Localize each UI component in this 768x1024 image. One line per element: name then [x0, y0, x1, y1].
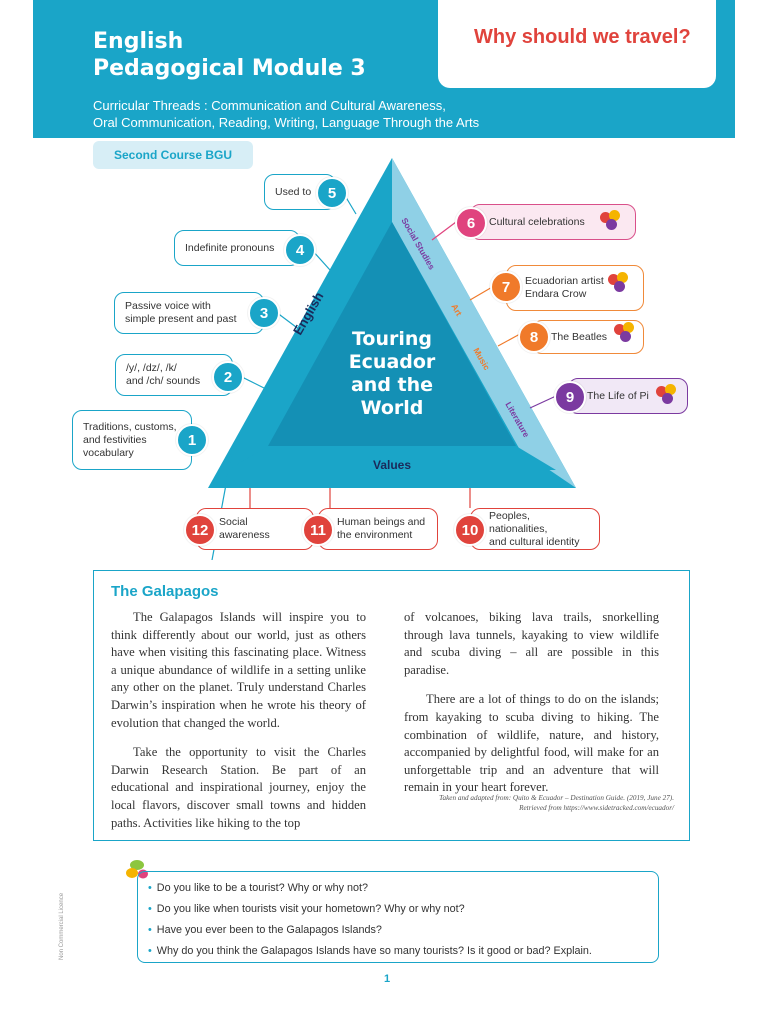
- article-column-right: of volcanoes, biking lava trails, snorke…: [404, 609, 659, 809]
- item-2-line-2: and /ch/ sounds: [126, 375, 201, 387]
- threads-line-1: Curricular Threads : Communication and C…: [93, 98, 446, 113]
- bullet-icon: •: [148, 903, 152, 915]
- item-2-line-1: /y/, /dz/, /k/: [126, 362, 177, 374]
- question-item: • Do you like when tourists visit your ho…: [148, 899, 648, 920]
- module-title: English Pedagogical Module 3: [93, 28, 366, 82]
- question-item: • Why do you think the Galapagos Islands …: [148, 941, 648, 962]
- topic-item-1: Traditions, customs, and festivities voc…: [72, 410, 192, 470]
- triangle-bottom-band: [228, 446, 556, 470]
- gears-icon: [656, 384, 682, 406]
- center-line-1: Touring: [351, 328, 433, 350]
- triangle-right-band: [392, 158, 576, 488]
- bullet-icon: •: [148, 924, 152, 936]
- galapagos-article: The Galapagos The Galapagos Islands will…: [93, 570, 690, 841]
- question-text: Have you ever been to the Galapagos Isla…: [156, 924, 382, 936]
- number-badge-7: 7: [490, 271, 522, 303]
- item-1-line-1: Traditions, customs,: [83, 420, 177, 433]
- question-title: Why should we travel?: [474, 26, 691, 48]
- article-source: Taken and adapted from: Quito & Ecuador …: [404, 793, 674, 813]
- source-line-2: Retrieved from https://www.sidetracked.c…: [519, 804, 674, 812]
- topic-diagram: Touring Ecuador and the World English So…: [0, 150, 768, 560]
- number-badge-6: 6: [455, 207, 487, 239]
- triangle-inner: [268, 222, 516, 446]
- number-badge-5: 5: [316, 177, 348, 209]
- number-badge-8: 8: [518, 321, 550, 353]
- bullet-icon: •: [148, 945, 152, 957]
- item-6-line-1: Cultural celebrations: [489, 215, 585, 228]
- center-line-3: and the: [350, 374, 434, 396]
- gears-icon: [600, 210, 626, 232]
- question-item: • Do you like to be a tourist? Why or why…: [148, 878, 648, 899]
- discussion-questions: • Do you like to be a tourist? Why or why…: [137, 871, 659, 963]
- number-badge-4: 4: [284, 234, 316, 266]
- number-badge-3: 3: [248, 297, 280, 329]
- title-line-1: English: [93, 29, 184, 54]
- article-paragraph-1: The Galapagos Islands will inspire you t…: [111, 610, 366, 730]
- header-banner: English Pedagogical Module 3 Curricular …: [33, 0, 735, 138]
- item-7-line-2: Endara Crow: [525, 288, 587, 300]
- item-7-line-1: Ecuadorian artist: [525, 275, 604, 287]
- topic-item-11: Human beings and the environment: [318, 508, 438, 550]
- number-badge-9: 9: [554, 381, 586, 413]
- center-line-4: World: [360, 397, 424, 419]
- article-paragraph-2: Take the opportunity to visit the Charle…: [111, 745, 366, 830]
- item-1-line-3: vocabulary: [83, 446, 134, 459]
- gears-icon: [608, 272, 634, 294]
- licence-note: Non Commercial Licence: [59, 892, 65, 960]
- item-11-line-1: Human beings and: [337, 516, 426, 528]
- course-badge: Second Course BGU: [93, 141, 253, 169]
- item-3-line-2: simple present and past: [125, 313, 237, 325]
- item-4-line-1: Indefinite pronouns: [185, 241, 275, 254]
- bottom-label-values: Values: [372, 458, 412, 472]
- item-12-line-1: Social: [219, 516, 248, 528]
- question-text: Do you like to be a tourist? Why or why …: [156, 882, 369, 894]
- item-11-line-2: the environment: [337, 529, 413, 541]
- item-1-line-2: and festivities: [83, 433, 147, 446]
- question-item: • Have you ever been to the Galapagos Isl…: [148, 920, 648, 941]
- bullet-icon: •: [148, 882, 152, 894]
- item-12-line-2: awareness: [219, 529, 270, 541]
- article-paragraph-4: There are a lot of things to do on the i…: [404, 692, 659, 795]
- number-badge-10: 10: [454, 514, 486, 546]
- curricular-threads: Curricular Threads : Communication and C…: [93, 97, 479, 131]
- number-badge-1: 1: [176, 424, 208, 456]
- article-paragraph-3: of volcanoes, biking lava trails, snorke…: [404, 610, 659, 677]
- number-badge-12: 12: [184, 514, 216, 546]
- item-3-line-1: Passive voice with: [125, 300, 211, 312]
- item-8-line-1: The Beatles: [551, 330, 608, 343]
- item-5-line-1: Used to: [275, 185, 312, 198]
- article-column-left: The Galapagos Islands will inspire you t…: [111, 609, 366, 844]
- threads-line-2: Oral Communication, Reading, Writing, La…: [93, 115, 480, 130]
- question-text: Do you like when tourists visit your hom…: [156, 903, 465, 915]
- title-line-2: Pedagogical Module 3: [93, 56, 366, 81]
- question-text: Why do you think the Galapagos Islands h…: [156, 945, 592, 957]
- topic-item-3: Passive voice with simple present and pa…: [114, 292, 264, 334]
- source-line-1: Taken and adapted from: Quito & Ecuador …: [439, 794, 674, 802]
- gears-icon: [614, 322, 640, 344]
- article-title: The Galapagos: [111, 583, 219, 600]
- number-badge-11: 11: [302, 514, 334, 546]
- item-9-line-1: The Life of Pi: [587, 389, 649, 402]
- number-badge-2: 2: [212, 361, 244, 393]
- page-number: 1: [384, 973, 391, 985]
- item-10-line-2: and cultural identity: [489, 535, 580, 548]
- triangle-graphic: [208, 158, 576, 560]
- diagram-center-title: Touring Ecuador and the World: [332, 328, 452, 420]
- item-10-line-1: Peoples, nationalities,: [489, 509, 548, 535]
- topic-item-4: Indefinite pronouns: [174, 230, 300, 266]
- question-box: Why should we travel?: [438, 0, 716, 88]
- topic-item-10: Peoples, nationalities, and cultural ide…: [470, 508, 600, 550]
- center-line-2: Ecuador: [348, 351, 436, 373]
